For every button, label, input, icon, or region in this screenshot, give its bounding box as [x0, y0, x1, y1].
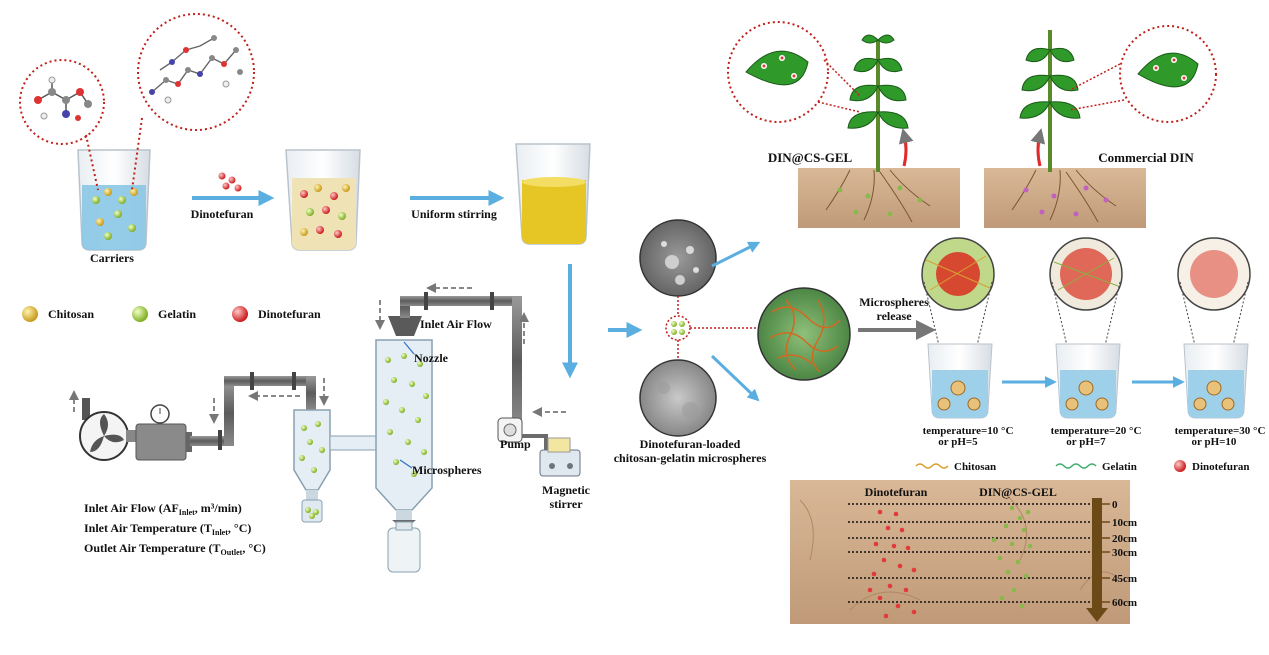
condition-3b: or pH=10	[1192, 436, 1237, 448]
condition-3a: temperature=30 °C	[1175, 425, 1266, 437]
condition-2b: or pH=7	[1066, 436, 1106, 448]
condition-1b: or pH=5	[938, 436, 978, 448]
inlet-air-flow-label: Inlet Air Flow	[420, 317, 492, 331]
depth-label-30: 30cm	[1112, 547, 1137, 559]
microsphere-caption-2: chitosan-gelatin microspheres	[614, 451, 767, 465]
beaker-carriers	[77, 149, 151, 251]
release-label-1: Microspheres	[859, 295, 929, 309]
soil-din-cs-gel-label: DIN@CS-GEL	[979, 485, 1057, 499]
dinotefuran-legend-dot	[232, 306, 248, 322]
chitosan-legend-dot	[22, 306, 38, 322]
gelatin-legend-dot	[132, 306, 148, 322]
param-inlet-air-flow: Inlet Air Flow (AFInlet, m³/min)	[84, 501, 242, 517]
plant-din-cs-gel	[727, 21, 960, 228]
plant-commercial-din	[984, 25, 1217, 228]
legend-chitosan: Chitosan	[48, 307, 94, 321]
microsphere-caption-1: Dinotefuran-loaded	[640, 437, 741, 451]
gelatin-wave-icon	[1055, 463, 1097, 469]
release-beaker-2	[1049, 237, 1123, 419]
legend-dinotefuran: Dinotefuran	[258, 307, 321, 321]
molecule-callout-gelatin	[131, 13, 255, 191]
depth-label-0: 0	[1112, 499, 1118, 511]
carriers-label: Carriers	[90, 251, 134, 265]
soil-dinotefuran-label: Dinotefuran	[865, 485, 928, 499]
beaker-yellow	[515, 143, 591, 245]
magnetic-stirrer-label-2: stirrer	[549, 497, 583, 511]
dinotefuran-icon	[1174, 460, 1186, 472]
uniform-stirring-label: Uniform stirring	[411, 207, 497, 221]
nozzle-label: Nozzle	[414, 351, 449, 365]
release-beaker-1	[921, 237, 995, 419]
depth-label-60: 60cm	[1112, 597, 1137, 609]
chitosan-wave-icon	[915, 463, 949, 469]
legend2-gelatin: Gelatin	[1102, 461, 1137, 473]
condition-1a: temperature=10 °C	[923, 425, 1014, 437]
param-inlet-air-temperature: Inlet Air Temperature (TInlet, °C)	[84, 521, 251, 537]
depth-label-10: 10cm	[1112, 517, 1137, 529]
pump-label: Pump	[500, 437, 531, 451]
din-cs-gel-label: DIN@CS-GEL	[768, 150, 853, 165]
legend-structure: Chitosan Gelatin Dinotefuran	[915, 460, 1249, 473]
release-beakers	[921, 237, 1251, 419]
beaker-mixed	[285, 149, 361, 251]
microspheres-label: Microspheres	[412, 463, 482, 477]
condition-2a: temperature=20 °C	[1051, 425, 1142, 437]
commercial-din-label: Commercial DIN	[1098, 150, 1194, 165]
dinotefuran-step-label: Dinotefuran	[191, 207, 254, 221]
depth-label-20: 20cm	[1112, 533, 1137, 545]
param-outlet-air-temperature: Outlet Air Temperature (TOutlet, °C)	[84, 541, 266, 557]
molecule-callout-chitosan	[19, 59, 105, 191]
soil-profile	[790, 480, 1130, 624]
dinotefuran-addition: Dinotefuran	[191, 172, 275, 221]
spray-dryer	[69, 283, 581, 573]
legend2-dinotefuran: Dinotefuran	[1192, 461, 1249, 473]
legend2-chitosan: Chitosan	[954, 461, 996, 473]
microsphere-sem	[639, 219, 851, 437]
release-label-2: release	[876, 309, 912, 323]
release-beaker-3	[1177, 237, 1251, 419]
legend-gelatin: Gelatin	[158, 307, 196, 321]
depth-label-45: 45cm	[1112, 573, 1137, 585]
legend-materials: Chitosan Gelatin Dinotefuran	[22, 306, 321, 322]
magnetic-stirrer-label-1: Magnetic	[542, 483, 591, 497]
